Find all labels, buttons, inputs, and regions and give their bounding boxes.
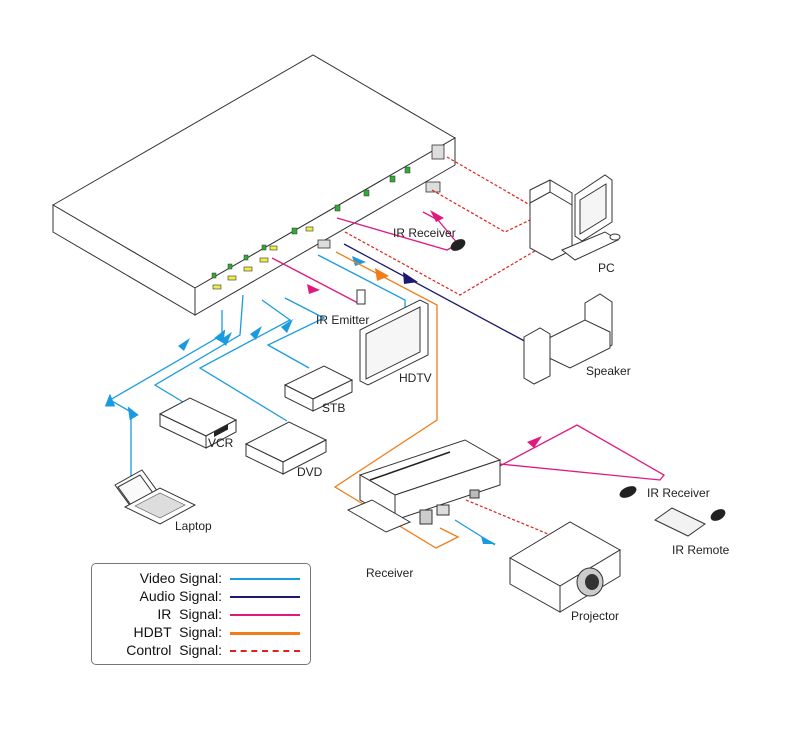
legend-label-video: Video Signal: [139,570,222,586]
laptop-device [114,469,197,525]
legend-label-audio: Audio Signal: [139,588,222,604]
dvd-device [244,421,328,475]
legend-label-hdbt: HDBT Signal: [133,624,222,640]
control-lines [344,156,549,535]
ir-emitter-device [356,289,366,305]
signal-legend: Video Signal: Audio Signal: IR Signal: H… [91,563,311,665]
video-arrows [178,256,496,544]
audio-line [343,243,531,345]
ir-receiver-top-label: IR Receiver [393,226,456,240]
ir-receiver-bottom-device [619,486,637,498]
hdtv-device [359,299,429,386]
legend-line-ir [230,614,300,616]
projector-device [509,521,621,613]
legend-line-video [230,578,300,580]
ir-receiver-bottom-label: IR Receiver [647,486,710,500]
hdbt-line [333,251,460,549]
pc-label: PC [598,261,615,275]
ir-receiver-top-device [450,239,466,251]
legend-line-audio [230,596,300,598]
ir-emitter-label: IR Emitter [316,313,369,327]
vcr-device [158,397,238,449]
speaker-label: Speaker [586,364,631,378]
stb-label: STB [322,401,345,415]
matrix-switcher [52,54,456,316]
legend-line-hdbt [230,632,300,635]
legend-label-ir: IR Signal: [157,606,222,622]
laptop-label: Laptop [175,519,212,533]
ir-remote-device [654,507,726,537]
stb-device [283,365,354,412]
legend-line-control [230,650,300,652]
pc-device [529,174,621,261]
ir-remote-label: IR Remote [672,543,730,557]
dvd-label: DVD [297,465,323,479]
projector-label: Projector [571,609,619,623]
video-lines [104,254,496,546]
speaker-device [523,293,613,385]
vcr-label: VCR [208,436,234,450]
legend-label-control: Control Signal: [126,642,222,658]
receiver-label: Receiver [366,566,413,580]
receiver-device [346,439,502,533]
hdtv-label: HDTV [399,371,432,385]
